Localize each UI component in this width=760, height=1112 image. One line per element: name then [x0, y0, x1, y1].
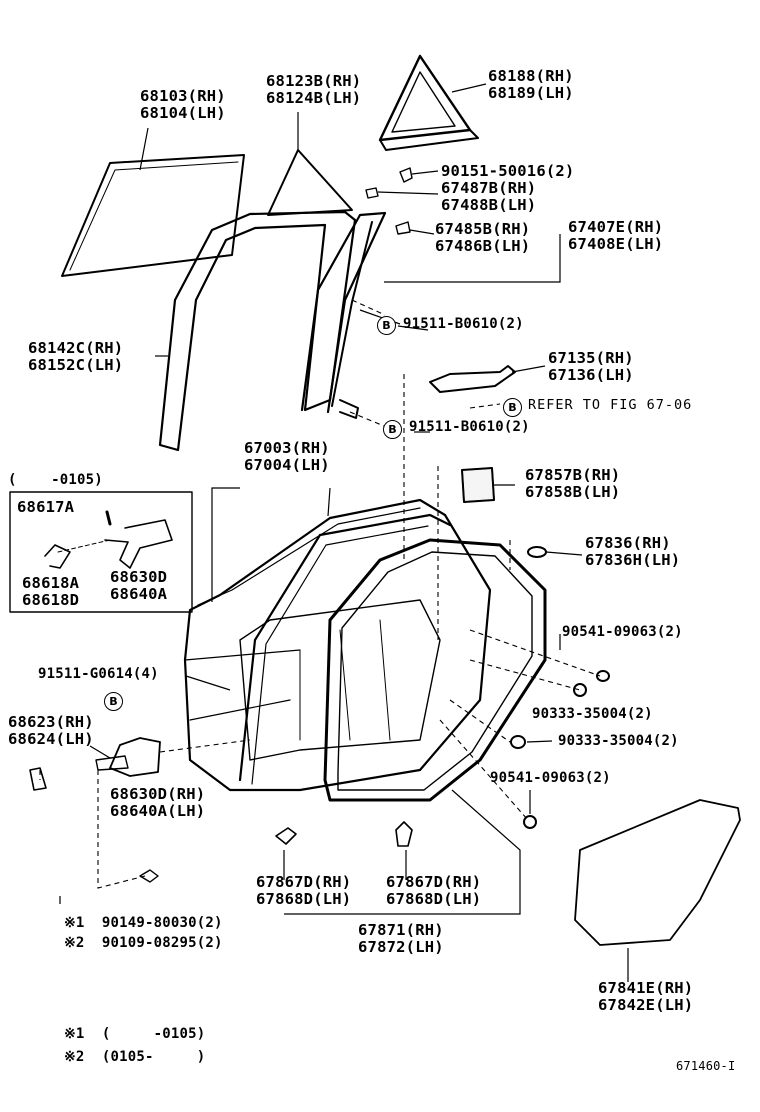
hole-cover: [574, 799, 741, 946]
callout-67487b: 67487B(RH)67488B(LH): [441, 179, 537, 214]
callout-91511-g0614: 91511-G0614(4): [38, 666, 159, 682]
callout-90333-lower: 90333-35004(2): [558, 733, 679, 749]
callout-67867d-right: 67867D(RH)67868D(LH): [386, 873, 482, 908]
weatherstrip: [323, 538, 547, 802]
footnote-1: ※1 ( -0105): [64, 1026, 206, 1042]
callout-68123b: 68123B(RH)68124B(LH): [266, 72, 362, 107]
door-glass: [61, 154, 245, 277]
callout-91511-b0610-upper: 91511-B0610(2): [403, 316, 524, 332]
regulator: [429, 365, 516, 393]
callout-67841e: 67841E(RH)67842E(LH): [598, 979, 694, 1014]
latch: [109, 737, 161, 777]
quarter-frame: [378, 54, 472, 142]
callout-90541-lower: 90541-09063(2): [490, 770, 611, 786]
callout-68103: 68103(RH)68104(LH): [140, 87, 226, 122]
figure-number: 671460-I: [676, 1059, 736, 1073]
callout-90149: ※1 90149-80030(2): [64, 915, 223, 931]
door-panel: [183, 498, 492, 792]
callout-67003: 67003(RH)67004(LH): [244, 439, 330, 474]
inset-frame: [9, 491, 193, 613]
callout-refer-fig: REFER TO FIG 67-06: [528, 397, 693, 413]
callout-67135: 67135(RH)67136(LH): [548, 349, 634, 384]
footnote-2: ※2 (0105- ): [64, 1049, 206, 1065]
callout-68188: 68188(RH)68189(LH): [488, 67, 574, 102]
callout-67857b: 67857B(RH)67858B(LH): [525, 466, 621, 501]
callout-68630d: 68630D(RH)68640A(LH): [110, 785, 206, 820]
callout-91511-b0610-lower: 91511-B0610(2): [409, 419, 530, 435]
callout-90333-upper: 90333-35004(2): [532, 706, 653, 722]
callout-68623: 68623(RH)68624(LH): [8, 713, 94, 748]
callout-90541-upper: 90541-09063(2): [562, 624, 683, 640]
callout-67836: 67836(RH)67836H(LH): [585, 534, 681, 569]
callout-67407e: 67407E(RH)67408E(LH): [568, 218, 664, 253]
glass-run: [158, 210, 357, 452]
callout-67485b: 67485B(RH)67486B(LH): [435, 220, 531, 255]
division-bar: [300, 211, 387, 414]
circle-marker-b: B: [383, 420, 402, 439]
callout-68617a: 68617A: [17, 498, 75, 516]
quarter-glass: [267, 149, 353, 216]
callout-90109: ※2 90109-08295(2): [64, 935, 223, 951]
circle-marker-b: B: [377, 316, 396, 335]
callout-67871: 67871(RH)67872(LH): [358, 921, 444, 956]
callout-inset-range: ( -0105): [8, 472, 103, 488]
callout-67867d-left: 67867D(RH)67868D(LH): [256, 873, 352, 908]
callout-68142c: 68142C(RH)68152C(LH): [28, 339, 124, 374]
circle-marker-b: B: [503, 398, 522, 417]
callout-90151: 90151-50016(2): [441, 162, 575, 180]
circle-marker-b: B: [104, 692, 123, 711]
